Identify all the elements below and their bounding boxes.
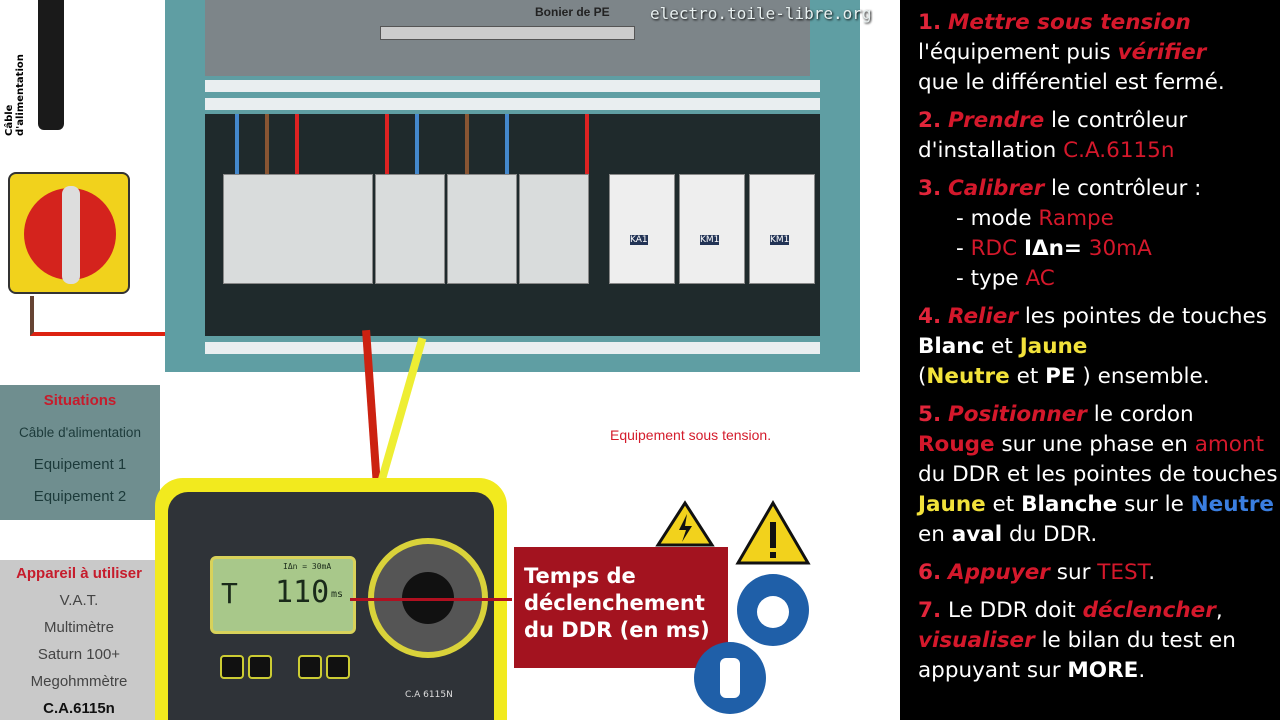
wire xyxy=(505,114,509,174)
step-7: 7. Le DDR doit déclencher, visualiser le… xyxy=(918,598,1236,683)
wire xyxy=(415,114,419,174)
watermark: electro.toile-libre.org xyxy=(650,4,872,23)
appareil-item[interactable]: V.A.T. xyxy=(59,592,99,609)
contactor-km2[interactable]: KM1 xyxy=(749,174,815,284)
wire xyxy=(385,114,389,174)
wire xyxy=(585,114,589,174)
breaker-row: KA1 KM1 KM1 xyxy=(205,114,820,336)
wire xyxy=(295,114,299,174)
lcd-mode: T xyxy=(221,577,238,610)
situation-item[interactable]: Equipement 2 xyxy=(33,488,127,505)
gloves-icon xyxy=(694,642,766,714)
wire xyxy=(235,114,239,174)
contactor-label: KM1 xyxy=(770,235,790,245)
situation-item[interactable]: Equipement 1 xyxy=(33,456,127,473)
step-6: 6. Appuyer sur TEST. xyxy=(918,560,1156,585)
lcd-unit: ms xyxy=(331,589,344,600)
breaker-2[interactable] xyxy=(447,174,517,284)
din-rail-top xyxy=(205,80,820,92)
pe-bar xyxy=(380,26,635,40)
test-button[interactable] xyxy=(326,655,350,679)
hard-hat-icon xyxy=(737,574,809,646)
appareil-item[interactable]: Multimètre xyxy=(43,619,114,636)
situations-title: Situations xyxy=(43,392,117,409)
wire xyxy=(465,114,469,174)
din-rail-bottom xyxy=(205,342,820,354)
pe-bar-label: Bonier de PE xyxy=(535,5,610,19)
callout-box: Temps de déclenchement du DDR (en ms) xyxy=(512,545,730,670)
contactor-label: KM1 xyxy=(700,235,720,245)
situation-item[interactable]: Câble d'alimentation xyxy=(19,425,141,440)
breaker-3[interactable] xyxy=(519,174,589,284)
lcd-idn: IΔn = 30mA xyxy=(283,562,332,571)
status-label: Equipement sous tension. xyxy=(610,427,772,443)
appareil-item[interactable]: Megohmmètre xyxy=(30,673,128,690)
appareil-panel: Appareil à utiliser V.A.T. Multimètre Sa… xyxy=(0,560,158,720)
supply-wires xyxy=(30,296,165,336)
tester-button[interactable] xyxy=(248,655,272,679)
power-cable xyxy=(38,0,64,130)
warning-icon xyxy=(735,500,811,565)
appareil-title: Appareil à utiliser xyxy=(16,565,142,582)
step-3: 3. Calibrer le contrôleur : - mode Rampe… xyxy=(918,176,1202,291)
din-rail-mid xyxy=(205,98,820,110)
main-switch[interactable] xyxy=(8,172,130,294)
contactor-ka1[interactable]: KA1 xyxy=(609,174,675,284)
contactor-km1[interactable]: KM1 xyxy=(679,174,745,284)
cable-label: Câble d'alimentation xyxy=(4,54,26,136)
tester-model: C.A 6115N xyxy=(405,690,453,700)
wire xyxy=(265,114,269,174)
situations-panel: Situations Câble d'alimentation Equipeme… xyxy=(0,385,160,520)
step-4: 4. Relier les pointes de touches Blanc e… xyxy=(918,304,1267,389)
tester-button[interactable] xyxy=(220,655,244,679)
callout-line xyxy=(350,598,515,601)
more-button[interactable] xyxy=(298,655,322,679)
breaker-1[interactable] xyxy=(375,174,445,284)
appareil-item[interactable]: Saturn 100+ xyxy=(37,646,121,663)
lcd-display: T IΔn = 30mA 110 ms xyxy=(210,556,356,634)
electrical-hazard-icon xyxy=(655,500,715,547)
appareil-item[interactable]: C.A.6115n xyxy=(43,700,115,717)
contactor-label: KA1 xyxy=(630,235,648,245)
breaker-main[interactable] xyxy=(223,174,373,284)
lcd-value: 110 xyxy=(275,575,330,610)
